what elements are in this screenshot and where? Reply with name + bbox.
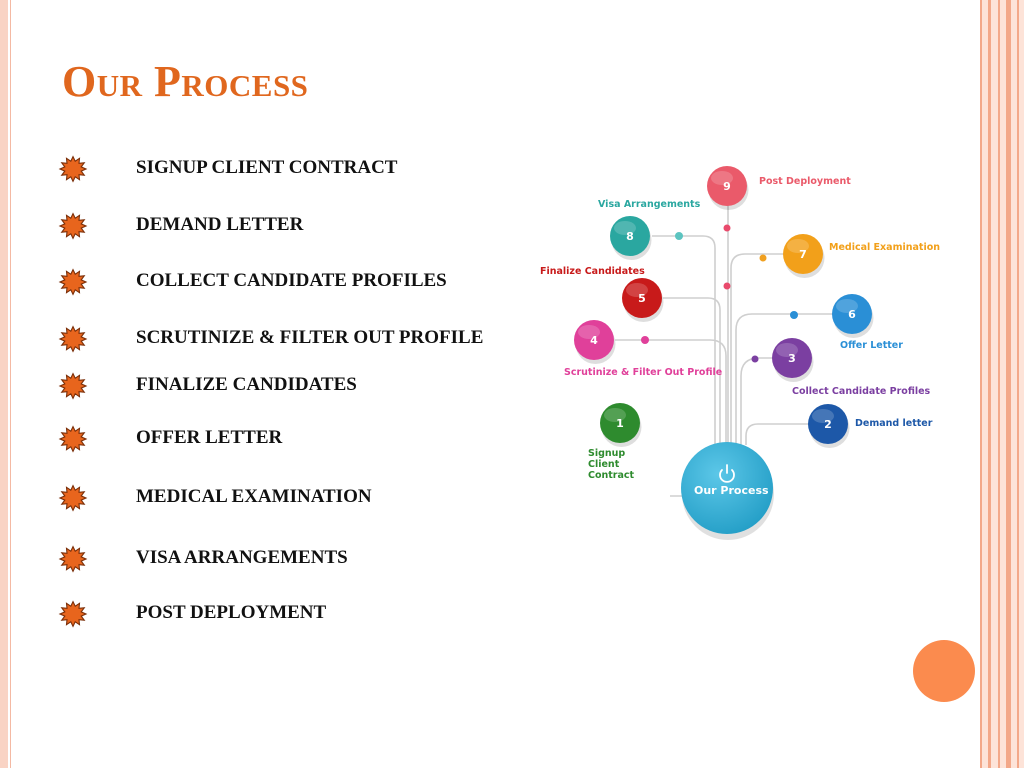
slide-frame-left-line: [10, 0, 11, 768]
bullet-text: SIGNUP CLIENT CONTRACT: [136, 157, 398, 178]
step-label: Offer Letter: [840, 340, 903, 351]
step-circle-highlight: [776, 343, 798, 357]
step-node-9: 9: [707, 166, 749, 210]
step-label: Demand letter: [855, 418, 933, 429]
connector-dot: [790, 311, 798, 319]
starburst-bullet-icon: [58, 484, 88, 512]
step-circle: [808, 404, 848, 444]
step-number: 9: [723, 180, 731, 193]
frame-stripe: [988, 0, 991, 768]
step-node-5: 5: [622, 278, 664, 322]
frame-stripe: [998, 0, 1000, 768]
bullet-text: POST DEPLOYMENT: [136, 602, 327, 623]
hub-node: [681, 442, 774, 540]
slide-frame-right: [980, 0, 1024, 768]
step-circle: [772, 338, 812, 378]
step-label: Visa Arrangements: [598, 199, 701, 210]
power-icon: [719, 464, 735, 483]
step-circle: [707, 166, 747, 206]
step-circle: [622, 278, 662, 318]
decorative-orange-circle: [913, 640, 975, 702]
step-label: Finalize Candidates: [540, 266, 645, 277]
step-node-7: 7: [783, 234, 825, 278]
starburst-bullet-icon: [58, 425, 88, 453]
starburst-bullet-icon: [58, 268, 88, 296]
bullet-text: COLLECT CANDIDATE PROFILES: [136, 270, 447, 291]
step-label: Signup Client Contract: [588, 448, 635, 481]
connector-dot: [641, 336, 649, 344]
bullet-text: MEDICAL EXAMINATION: [136, 486, 372, 507]
connector-dots: [641, 224, 798, 363]
step-node-2: 2: [808, 404, 850, 448]
bullet-text: FINALIZE CANDIDATES: [136, 374, 357, 395]
step-number: 4: [590, 334, 598, 347]
step-circle: [574, 320, 614, 360]
frame-stripe: [1006, 0, 1011, 768]
connector-dot: [723, 224, 731, 232]
starburst-bullet-icon: [58, 155, 88, 183]
step-node-8: 8: [610, 216, 652, 260]
step-node-1: 1: [600, 403, 642, 447]
bullet-text: VISA ARRANGEMENTS: [136, 547, 348, 568]
step-circle-highlight: [614, 221, 636, 235]
step-circle: [783, 234, 823, 274]
step-number: 2: [824, 418, 832, 431]
step-circle-highlight: [812, 409, 834, 423]
step-circle-highlight: [787, 239, 809, 253]
bullet-text: SCRUTINIZE & FILTER OUT PROFILE: [136, 327, 484, 348]
step-label: Medical Examination: [829, 242, 941, 253]
connector-dot: [675, 232, 683, 240]
step-circle-highlight: [578, 325, 600, 339]
step-circle-highlight: [836, 299, 858, 313]
step-circle-highlight: [604, 408, 626, 422]
starburst-bullet-icon: [58, 325, 88, 353]
process-diagram-graphic: 1 2 3 4 5 6 7 8 9: [574, 166, 874, 540]
step-node-3: 3: [772, 338, 814, 382]
bullet-text: OFFER LETTER: [136, 427, 283, 448]
bullet-text: DEMAND LETTER: [136, 214, 304, 235]
step-number: 7: [799, 248, 807, 261]
hub-circle: [681, 442, 773, 534]
starburst-bullet-icon: [58, 372, 88, 400]
starburst-bullet-icon: [58, 545, 88, 573]
step-number: 8: [626, 230, 634, 243]
connector-dot: [751, 355, 759, 363]
connector-dot: [723, 282, 731, 290]
connector-dot: [759, 254, 767, 262]
step-number: 1: [616, 417, 624, 430]
frame-stripe: [980, 0, 982, 768]
step-node-4: 4: [574, 320, 616, 364]
step-number: 6: [848, 308, 856, 321]
process-bullet-list: SIGNUP CLIENT CONTRACT DEMAND LETTER COL…: [58, 155, 484, 628]
slide-frame-left: [0, 0, 8, 768]
step-label: Scrutinize & Filter Out Profile: [564, 367, 723, 378]
connector-lines: [615, 205, 833, 497]
step-circle: [600, 403, 640, 443]
process-diagram: 1 2 3 4 5 6 7 8 9 Our Process Signup Client Cont…: [530, 160, 950, 540]
frame-stripe: [1017, 0, 1019, 768]
step-nodes: 1 2 3 4 5 6 7 8 9: [574, 166, 874, 448]
slide-title: Our Process: [62, 57, 309, 106]
step-circle: [610, 216, 650, 256]
starburst-bullet-icon: [58, 600, 88, 628]
step-node-6: 6: [832, 294, 874, 338]
step-number: 3: [788, 352, 796, 365]
hub-label: Our Process: [694, 484, 769, 497]
step-label: Collect Candidate Profiles: [792, 386, 931, 397]
step-circle-highlight: [711, 171, 733, 185]
step-label: Post Deployment: [759, 176, 851, 187]
step-circle: [832, 294, 872, 334]
step-number: 5: [638, 292, 646, 305]
step-circle-highlight: [626, 283, 648, 297]
starburst-bullet-icon: [58, 212, 88, 240]
